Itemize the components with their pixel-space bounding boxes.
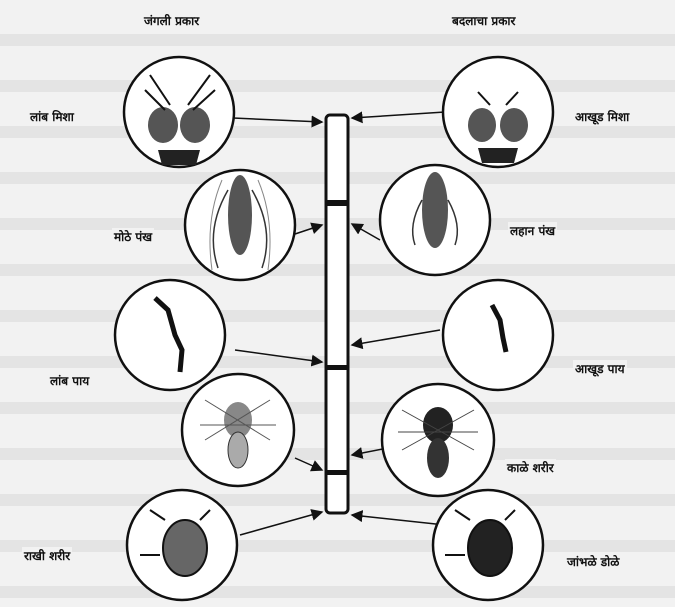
chromosome [326, 115, 348, 513]
fly-wing-icon [380, 165, 490, 275]
label-small-wing: लहान पंख [508, 222, 557, 239]
header-mutant: बदलाचा प्रकार [450, 12, 517, 29]
label-long-leg: लांब पाय [48, 372, 91, 389]
fly-eye-icon [127, 490, 237, 600]
label-grey-body: राखी शरीर [22, 547, 72, 564]
label-short-leg: आखूड पाय [573, 360, 627, 377]
label-short-antenna: आखूड मिशा [573, 108, 631, 125]
band-1 [326, 200, 348, 206]
fly-leg-icon [115, 280, 225, 390]
fly-leg-icon [443, 280, 553, 390]
label-black-body: काळे शरीर [505, 459, 556, 476]
label-long-antenna: लांब मिशा [28, 108, 76, 125]
fly-body-icon [382, 384, 494, 496]
label-purple-eye: जांभळे डोळे [565, 553, 621, 570]
fly-head-icon [443, 57, 553, 167]
label-large-wing: मोठे पंख [112, 228, 154, 245]
header-wild: जंगली प्रकार [142, 12, 201, 29]
band-3 [326, 470, 348, 475]
fly-head-icon [124, 57, 234, 167]
fly-eye-icon [433, 490, 543, 600]
band-2 [326, 365, 348, 370]
fly-wing-icon [185, 170, 295, 280]
fly-body-icon [182, 374, 294, 486]
